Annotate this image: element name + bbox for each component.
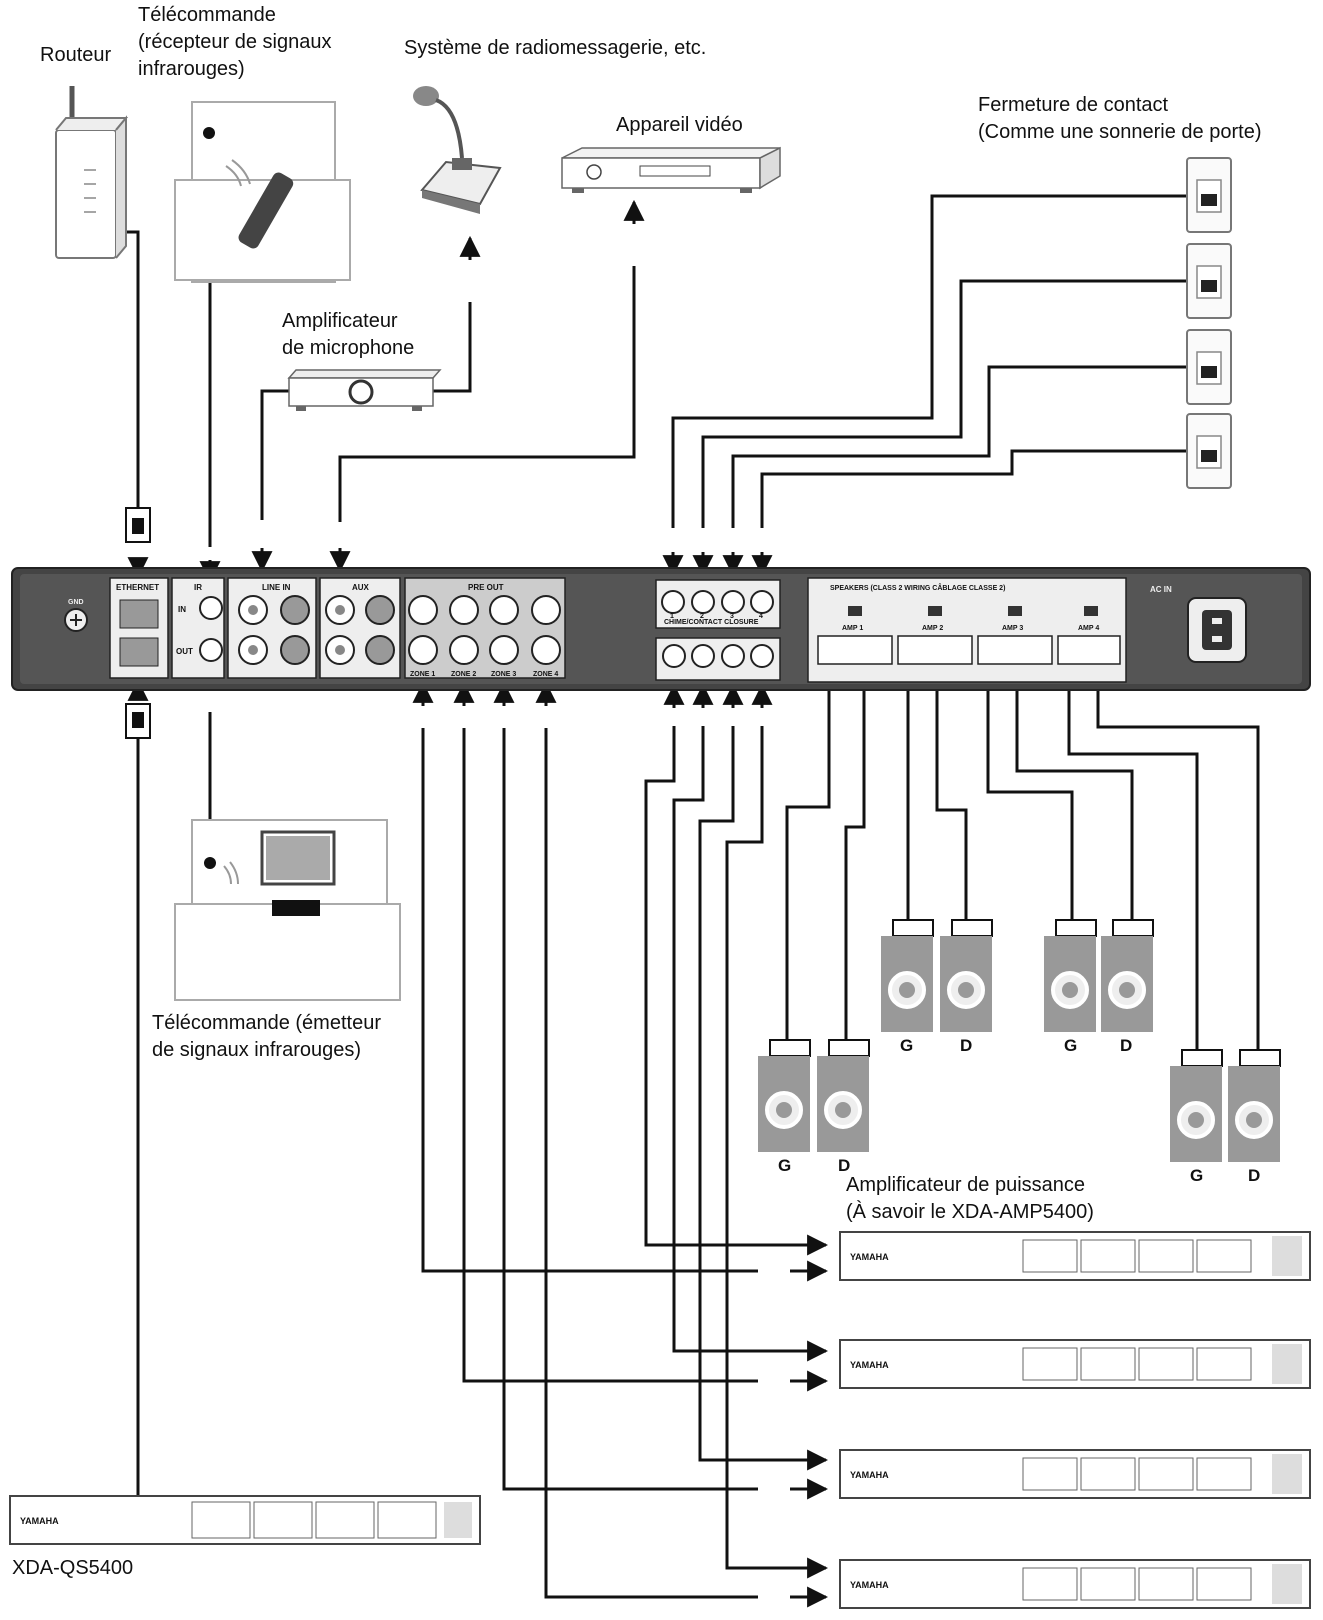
panel-zone-1-label: ZONE 1 [410,671,435,678]
panel-zone-2-label: ZONE 2 [451,671,476,678]
panel-ir-out-label: OUT [176,647,193,656]
cable-spk-4 [935,682,968,920]
power-amplifier-4: YAMAHA [780,1557,1311,1609]
cable-video [338,266,636,522]
panel-contact-1-label: 1 [670,613,674,620]
cable-spk-5 [986,682,1074,920]
panel-amp-4-label: AMP 4 [1078,625,1099,632]
amp-2-brand: YAMAHA [850,1360,889,1370]
speakers [758,919,1281,1162]
cable-trigger-2 [672,726,780,1353]
cable-zone-2 [462,728,758,1383]
panel-amp-2-label: AMP 2 [922,625,943,632]
ir-receiver-icon [174,101,351,283]
video-device-label: Appareil vidéo [616,114,743,136]
panel-zone-3-label: ZONE 3 [491,671,516,678]
speaker-1-left-label: G [778,1156,792,1175]
panel-contact-4-label: 4 [759,613,763,620]
power-amplifier-3: YAMAHA [780,1449,1311,1500]
ethernet-plugs [125,507,151,739]
amp-4-brand: YAMAHA [850,1580,889,1590]
cable-spk-1 [785,682,831,1040]
panel-aux-label: AUX [352,583,370,592]
speaker-pair-2 [881,919,993,1032]
cable-ethernet-out [118,738,140,1499]
cable-mic-amp-in [260,389,289,520]
router-icon [55,86,129,259]
panel-ir-in-label: IN [178,605,186,614]
speaker-2-right-label: D [960,1036,973,1055]
speaker-4-right-label: D [1248,1166,1261,1185]
cable-contact-1 [671,194,1187,528]
panel-ir-label: IR [194,583,202,592]
speaker-3-left-label: G [1064,1036,1078,1055]
speaker-pair-1 [758,1039,870,1152]
cable-zone-1 [421,728,758,1273]
panel-amp-1-label: AMP 1 [842,625,863,632]
speaker-4-left-label: G [1190,1166,1204,1185]
panel-ethernet-label: ETHERNET [116,583,159,592]
cable-contact-4 [760,449,1187,528]
cable-trigger-1 [644,726,780,1247]
speaker-pair-4 [1170,1049,1281,1162]
speaker-3-right-label: D [1120,1036,1133,1055]
speaker-2-left-label: G [900,1036,914,1055]
cable-spk-2 [844,682,866,1040]
power-amplifier-2: YAMAHA [780,1339,1311,1392]
panel-contact-3-label: 3 [730,613,734,620]
panel-pre-out-label: PRE OUT [468,583,504,592]
cable-zone-3 [502,728,758,1491]
paging-system-label: Système de radiomessagerie, etc. [404,37,707,59]
panel-chime-label: CHIME/CONTACT CLOSURE [664,619,759,626]
panel-gnd-label: GND [68,599,84,606]
ir-emitter-label: Télécommande (émetteur de signaux infrar… [152,1012,381,1061]
microphone-amplifier-icon [287,369,442,411]
power-amplifiers: YAMAHA YAMAHA YAMAHA YAMAHA [780,1231,1311,1609]
cables [115,133,1260,1599]
xda-qs5400-device: YAMAHA [9,1495,481,1545]
xda-qs5400-label: XDA-QS5400 [12,1557,134,1579]
panel-contact-2-label: 2 [700,613,704,620]
contact-closure-switches [1186,157,1232,489]
panel-ac-in-label: AC IN [1150,585,1172,594]
mic-amp-label: Amplificateur de microphone [282,310,415,359]
ir-emitter-icon [174,819,401,1001]
cable-mic-amp-out [433,302,472,393]
cable-spk-6 [1015,682,1134,920]
rear-panel: ETHERNET IR IN OUT LINE IN AUX PRE OUT C… [11,567,1311,691]
panel-amp-3-label: AMP 3 [1002,625,1023,632]
qs5400-brand: YAMAHA [20,1516,59,1526]
amp-1-brand: YAMAHA [850,1252,889,1262]
speaker-pair-3 [1044,919,1154,1032]
amp-3-brand: YAMAHA [850,1470,889,1480]
cable-router [115,230,140,507]
panel-speakers-label: SPEAKERS (CLASS 2 WIRING CÂBLAGE CLASSE … [830,583,1005,592]
cable-spk-7 [1067,682,1199,1050]
video-device-icon [561,146,781,193]
power-amp-label: Amplificateur de puissance (À savoir le … [846,1174,1094,1223]
cable-contact-3 [731,365,1187,528]
panel-zone-4-label: ZONE 4 [533,671,558,678]
cable-spk-8 [1096,682,1260,1050]
router-label: Routeur [40,44,112,66]
cable-zone-4 [544,728,758,1599]
speaker-1-right-label: D [838,1156,851,1175]
contact-closure-label: Fermeture de contact (Comme une sonnerie… [978,94,1262,143]
power-amplifier-1: YAMAHA [780,1231,1311,1282]
cable-contact-2 [701,279,1187,528]
cable-trigger-4 [725,726,780,1570]
paging-microphone-icon [413,86,502,214]
ir-receiver-label: Télécommande (récepteur de signaux infra… [138,4,332,80]
panel-line-in-label: LINE IN [262,583,291,592]
